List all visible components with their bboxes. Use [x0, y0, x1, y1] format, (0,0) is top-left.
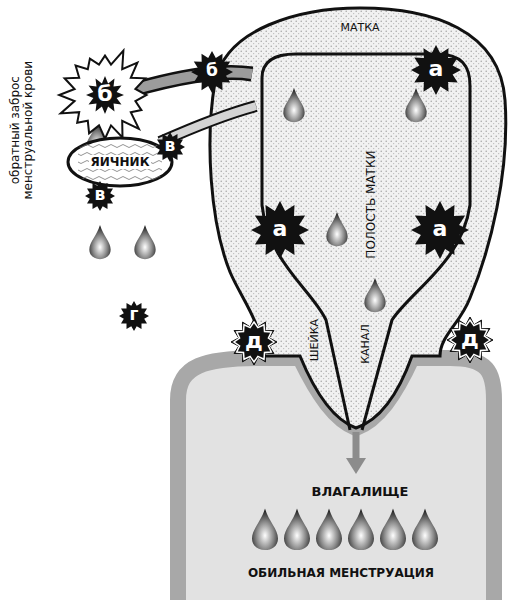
callout-letter: в — [165, 137, 176, 154]
organ-label: ВЛАГАЛИЩЕ — [312, 485, 409, 499]
caption-text: ОБИЛЬНАЯ МЕНСТРУАЦИЯ — [246, 567, 436, 580]
star-callout: г — [118, 300, 150, 332]
star-callout: д — [446, 316, 494, 364]
callout-letter: д — [461, 328, 479, 350]
star-callout: а — [410, 200, 470, 260]
star-callout: а — [250, 200, 310, 260]
note-text: обратный заброс менструальной крови — [9, 30, 35, 230]
callout-letter: б — [97, 83, 112, 105]
star-callout: б — [190, 50, 234, 94]
callout-letter: а — [273, 218, 288, 240]
ovary-shape: ЯИЧНИК — [66, 136, 174, 188]
organ-label: ЯИЧНИК — [89, 155, 152, 169]
burst-callout: б — [55, 45, 155, 145]
star-callout: д — [230, 318, 278, 366]
callout-letter: а — [429, 58, 444, 80]
callout-letter: д — [245, 330, 263, 352]
callout-letter: в — [95, 186, 106, 203]
organ-label: ПОЛОСТЬ МАТКИ — [365, 151, 378, 259]
star-callout: а — [410, 44, 462, 96]
organ-label: ШЕЙКА — [309, 319, 321, 361]
organ-label: КАНАЛ — [360, 324, 372, 363]
callout-letter: а — [433, 218, 448, 240]
star-callout: в — [154, 131, 186, 163]
organ-label: МАТКА — [340, 22, 379, 34]
callout-letter: г — [130, 306, 139, 323]
callout-letter: б — [206, 62, 218, 79]
star-callout: в — [84, 180, 116, 212]
